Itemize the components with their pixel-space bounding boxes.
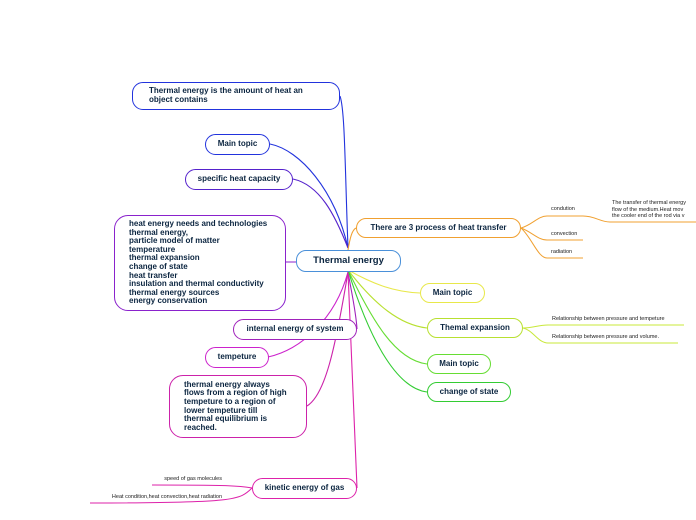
node-main-topic-3-label: Main topic (439, 358, 479, 368)
leaf-convection[interactable]: convection (551, 231, 578, 237)
node-change-of-state-label: change of state (439, 386, 499, 396)
link-condution-detail (582, 215, 696, 223)
leaf-speed-gas[interactable]: speed of gas molecules (164, 476, 222, 482)
leaf-condution[interactable]: condution (551, 206, 575, 212)
link-change-of-state (347, 269, 428, 393)
node-internal-energy-label: internal energy of system (246, 324, 344, 334)
node-tempeture-label: tempeture (217, 352, 257, 362)
node-thermal-expansion-label: Themal expansion (440, 322, 510, 332)
node-heat-flow[interactable]: thermal energy always flows from a regio… (169, 375, 307, 438)
node-topics-list[interactable]: heat energy needs and technologies therm… (114, 215, 286, 311)
link-heat-transfer (347, 227, 357, 251)
node-specific-heat[interactable]: specific heat capacity (185, 169, 293, 190)
node-main-topic-1-label: Main topic (217, 139, 258, 149)
link-kinetic (347, 271, 358, 489)
link-condution (520, 215, 583, 229)
link-heat-flow (306, 271, 349, 407)
leaf-radiation[interactable]: radiation (551, 249, 573, 255)
link-heat-condition (89, 487, 253, 504)
node-main-topic-3[interactable]: Main topic (427, 354, 491, 374)
link-pressure-volume (522, 327, 678, 344)
node-kinetic-label: kinetic energy of gas (264, 483, 345, 493)
node-thermal-expansion[interactable]: Themal expansion (427, 318, 523, 338)
link-convection (520, 227, 583, 241)
node-internal-energy[interactable]: internal energy of system (233, 319, 357, 340)
node-main-topic-2-label: Main topic (432, 287, 473, 297)
central-node[interactable]: Thermal energy (296, 250, 401, 272)
node-definition[interactable]: Thermal energy is the amount of heat an … (132, 82, 340, 110)
link-radiation (520, 227, 583, 259)
node-heat-transfer-label: There are 3 process of heat transfer (370, 222, 507, 232)
node-tempeture[interactable]: tempeture (205, 347, 269, 368)
node-kinetic[interactable]: kinetic energy of gas (252, 478, 357, 499)
link-main-topic-3 (347, 269, 428, 365)
leaf-condution-detail[interactable]: The transfer of thermal energy flow of t… (612, 200, 686, 220)
node-definition-label: Thermal energy is the amount of heat an … (149, 86, 303, 104)
node-main-topic-2[interactable]: Main topic (420, 283, 485, 303)
node-specific-heat-label: specific heat capacity (197, 174, 281, 184)
link-internal-energy (347, 271, 358, 330)
link-main-topic-1 (269, 143, 349, 249)
leaf-pressure-volume[interactable]: Relationship between pressure and volume… (552, 334, 660, 340)
link-main-topic-2 (347, 269, 421, 294)
node-heat-flow-label: thermal energy always flows from a regio… (184, 379, 287, 432)
leaf-pressure-temp[interactable]: Relationship between pressure and tempet… (552, 316, 665, 322)
node-change-of-state[interactable]: change of state (427, 382, 511, 402)
node-main-topic-1[interactable]: Main topic (205, 134, 270, 155)
leaf-heat-condition[interactable]: Heat condition,heat convection,heat radi… (111, 494, 222, 500)
node-topics-list-label: heat energy needs and technologies therm… (129, 219, 268, 306)
node-heat-transfer[interactable]: There are 3 process of heat transfer (356, 218, 521, 238)
link-specific-heat (292, 178, 349, 249)
link-pressure-temp (522, 324, 684, 329)
central-label: Thermal energy (313, 254, 384, 266)
link-definition (339, 95, 349, 249)
link-thermal-expansion (347, 269, 428, 329)
link-speed-gas (151, 484, 253, 489)
